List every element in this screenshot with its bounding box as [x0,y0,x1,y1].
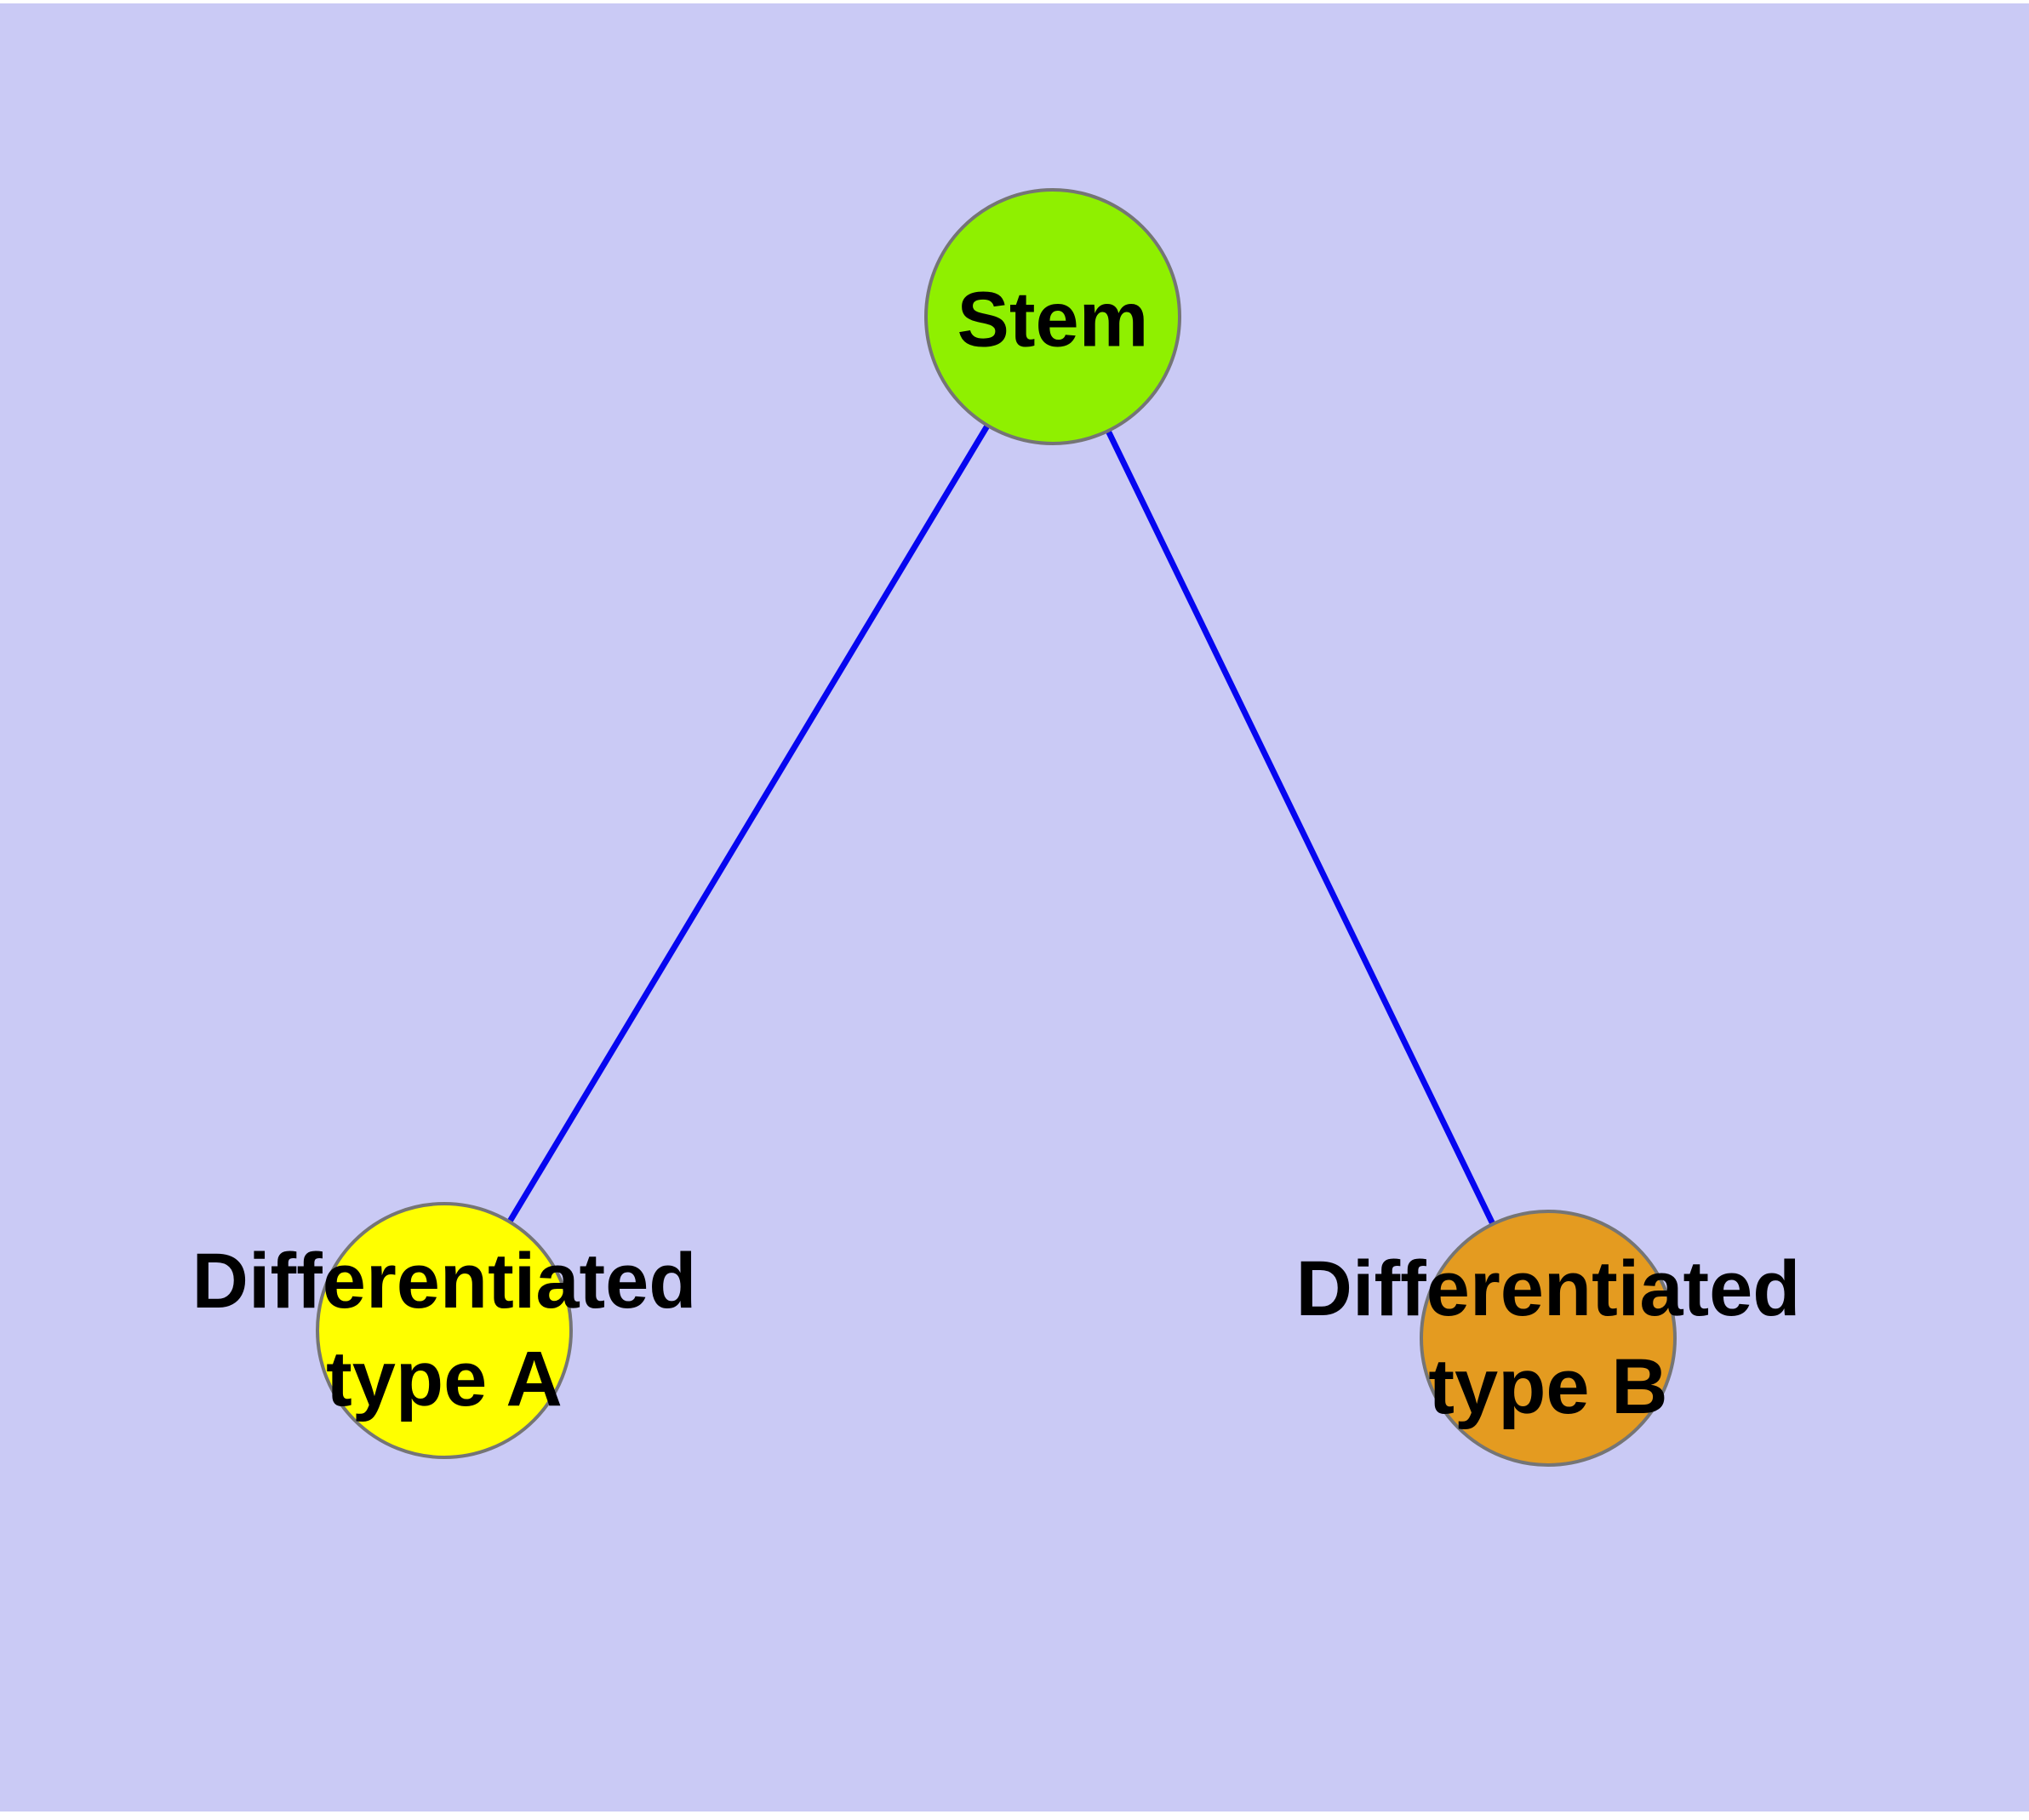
node-stem-label-text: Stem [957,276,1149,363]
node-stem [924,188,1181,445]
node-differentiated-type-b-label: Differentiated type B [1296,1240,1801,1436]
node-stem-label: Stem [957,272,1149,369]
graph-canvas: Stem Differentiated type A Differentiate… [0,3,2029,1811]
node-a-label-line1: Differentiated [191,1238,697,1325]
node-differentiated-type-b [1420,1210,1677,1467]
node-b-label-line1: Differentiated [1295,1245,1801,1332]
edge-stem-to-type-a [441,315,1056,1332]
node-b-label-line2: type B [1428,1343,1668,1430]
node-differentiated-type-a [316,1202,573,1459]
node-a-label-line2: type A [326,1336,563,1422]
edge-stem-to-type-b [1049,315,1552,1340]
edges-layer [441,315,1552,1340]
node-differentiated-type-a-label: Differentiated type A [192,1233,697,1428]
